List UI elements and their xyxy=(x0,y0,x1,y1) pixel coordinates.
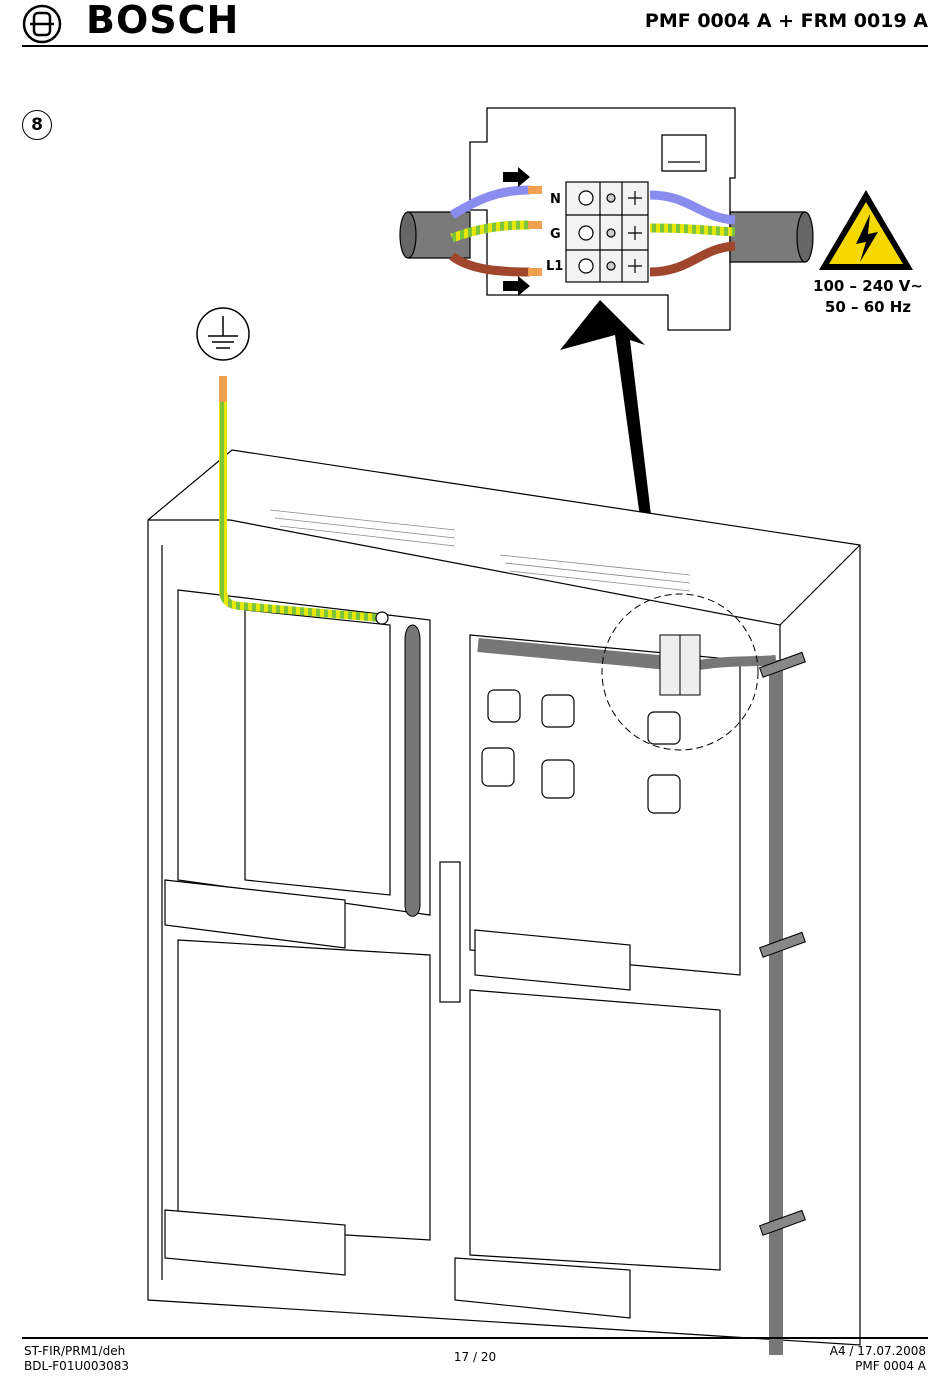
voltage-range: 100 – 240 V~ xyxy=(808,276,928,297)
terminal-label-g: G xyxy=(550,227,561,242)
frequency-range: 50 – 60 Hz xyxy=(808,297,928,318)
protective-earth-icon xyxy=(197,308,249,360)
high-voltage-warning-icon xyxy=(819,190,913,270)
terminal-label-l1: L1 xyxy=(546,259,563,274)
page-number: 17 / 20 xyxy=(0,1350,950,1365)
format-date: A4 / 17.07.2008 xyxy=(830,1344,926,1359)
footer-product: PMF 0004 A xyxy=(830,1359,926,1374)
housing xyxy=(148,450,860,1345)
wire-g-right xyxy=(650,228,735,232)
output-cable xyxy=(730,212,813,262)
voltage-spec: 100 – 240 V~ 50 – 60 Hz xyxy=(808,276,928,318)
footer-right: A4 / 17.07.2008 PMF 0004 A xyxy=(830,1344,926,1374)
terminal-label-n: N xyxy=(550,192,561,207)
detail-terminal xyxy=(660,635,700,695)
footer-divider xyxy=(22,1337,928,1339)
terminal-block xyxy=(566,182,648,282)
